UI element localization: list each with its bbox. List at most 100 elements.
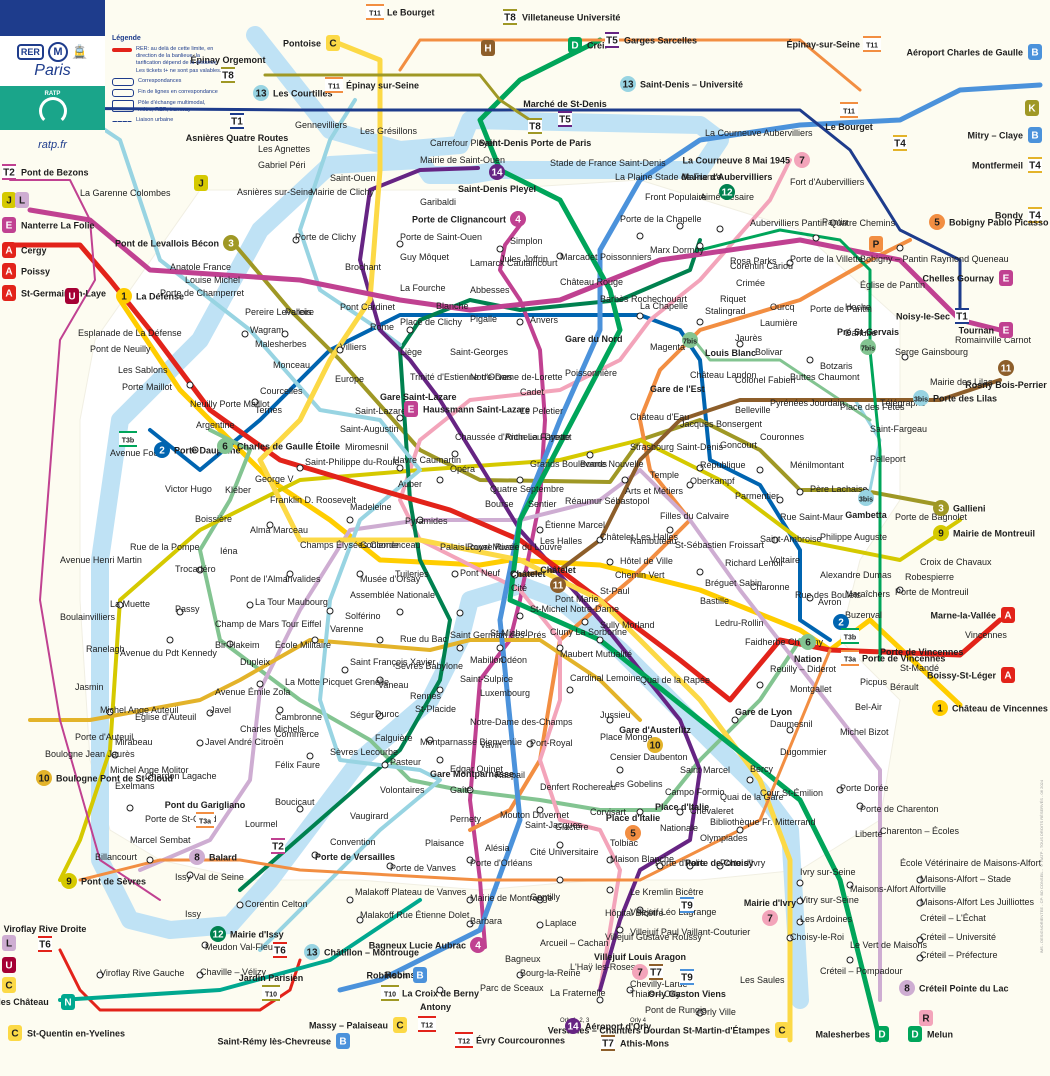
terminus-t3b[interactable]: T3b xyxy=(119,431,137,447)
station-marker[interactable] xyxy=(746,776,754,784)
station-label[interactable]: Robinson xyxy=(385,970,427,980)
station-label[interactable]: Étienne Marcel xyxy=(545,520,605,530)
station-marker[interactable] xyxy=(466,856,474,864)
station-label[interactable]: Pont Marie xyxy=(555,594,599,604)
station-marker[interactable] xyxy=(196,971,204,979)
station-label[interactable]: Mirabeau xyxy=(115,737,153,747)
station-label[interactable]: Avenue Émile Zola xyxy=(215,687,290,697)
station-marker[interactable] xyxy=(536,806,544,814)
station-marker[interactable] xyxy=(96,971,104,979)
station-label[interactable]: Boulainvilliers xyxy=(60,612,116,622)
station-label[interactable]: Porte d'Auteuil xyxy=(75,732,133,742)
station-label[interactable]: Carrefour Pleyel xyxy=(430,138,495,148)
station-label[interactable]: Varenne xyxy=(330,624,363,634)
station-label[interactable]: Marcadet Poissonniers xyxy=(560,252,652,262)
station-marker[interactable] xyxy=(796,897,804,905)
station-label[interactable]: Pont de l'Alma xyxy=(230,574,288,584)
station-label[interactable]: St-Paul xyxy=(600,586,630,596)
line-rer_b[interactable] xyxy=(337,82,1043,993)
station-marker[interactable] xyxy=(556,252,564,260)
station-label[interactable]: Odéon xyxy=(500,655,527,665)
station-marker[interactable] xyxy=(436,476,444,484)
station-label[interactable]: Cardinal Lemoine xyxy=(570,673,641,683)
station-label[interactable]: Châtelet Les Halles xyxy=(600,532,679,542)
station-label[interactable]: Place Monge xyxy=(600,732,653,742)
station-marker[interactable] xyxy=(166,636,174,644)
station-label[interactable]: Pasteur xyxy=(390,757,421,767)
line-n[interactable] xyxy=(58,898,422,1002)
station-marker[interactable] xyxy=(381,761,389,769)
station-label[interactable]: Iéna xyxy=(220,546,238,556)
station-label[interactable]: Avenue Henri Martin xyxy=(60,555,142,565)
station-label[interactable]: Barbara xyxy=(470,916,502,926)
station-label[interactable]: Bolivar xyxy=(755,347,783,357)
station-label[interactable]: Les Saules xyxy=(740,975,785,985)
station-marker[interactable] xyxy=(466,786,474,794)
station-label[interactable]: Porte Maillot xyxy=(122,382,173,392)
station-label[interactable]: Les Sablons xyxy=(118,365,168,375)
station-label[interactable]: Front Populaire xyxy=(645,192,707,202)
station-label[interactable]: Arts et Métiers xyxy=(625,486,684,496)
station-marker[interactable] xyxy=(621,476,629,484)
station-marker[interactable] xyxy=(796,488,804,496)
terminus-l[interactable]: L xyxy=(2,935,16,951)
station-marker[interactable] xyxy=(196,566,204,574)
terminus-j[interactable]: J xyxy=(2,192,16,208)
station-label[interactable]: Laumière xyxy=(760,318,798,328)
station-label[interactable]: Robespierre xyxy=(905,572,954,582)
station-label[interactable]: Saint Marcel xyxy=(680,765,730,775)
station-marker[interactable] xyxy=(346,896,354,904)
station-label[interactable]: Porte de Vincennes xyxy=(880,647,963,657)
station-label[interactable]: Gare de l'Est xyxy=(650,384,705,394)
station-label[interactable]: Plaisance xyxy=(425,838,464,848)
station-label[interactable]: Saint Germain des-Prés xyxy=(450,630,547,640)
station-label[interactable]: Nationale xyxy=(660,823,698,833)
station-marker[interactable] xyxy=(281,330,289,338)
station-label[interactable]: Porte de Clichy xyxy=(295,232,357,242)
station-label[interactable]: Pont de Neuilly xyxy=(90,344,151,354)
station-label[interactable]: Lourmel xyxy=(245,819,278,829)
station-label[interactable]: Couronnes xyxy=(760,432,805,442)
station-label[interactable]: Mabillon xyxy=(470,655,504,665)
station-marker[interactable] xyxy=(311,851,319,859)
station-marker[interactable] xyxy=(496,245,504,253)
station-marker[interactable] xyxy=(196,739,204,747)
line-m10[interactable] xyxy=(28,638,642,722)
station-label[interactable]: Hoche xyxy=(845,302,871,312)
station-marker[interactable] xyxy=(326,607,334,615)
station-label[interactable]: St-Michel xyxy=(490,628,528,638)
station-label[interactable]: Vitry sur-Seine xyxy=(800,895,859,905)
station-marker[interactable] xyxy=(856,802,864,810)
station-marker[interactable] xyxy=(696,568,704,576)
station-label[interactable]: Saint-Augustin xyxy=(340,424,399,434)
station-label[interactable]: Créteil – L'Échat xyxy=(920,913,986,923)
terminus-t4[interactable]: T4 xyxy=(893,135,907,151)
station-label[interactable]: Télégraphe xyxy=(880,398,926,408)
station-marker[interactable] xyxy=(846,956,854,964)
station-label[interactable]: Opéra xyxy=(450,464,475,474)
station-label[interactable]: Saint François Xavier xyxy=(350,657,436,667)
station-label[interactable]: Créteil – Préfecture xyxy=(920,950,998,960)
station-marker[interactable] xyxy=(786,259,794,267)
station-label[interactable]: École Militaire xyxy=(275,640,331,650)
station-marker[interactable] xyxy=(616,926,624,934)
station-label[interactable]: Issy xyxy=(185,909,202,919)
